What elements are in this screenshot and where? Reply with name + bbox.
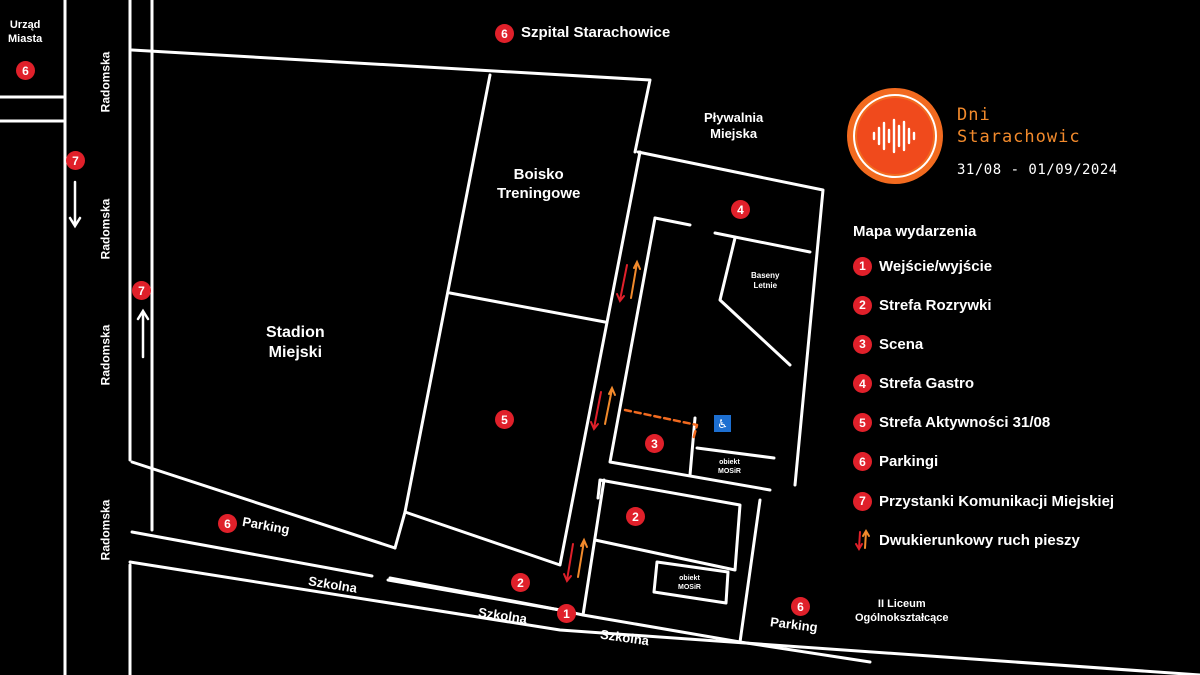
bus-stop-marker[interactable]: 7 [132,281,151,300]
legend-item-two-way: Dwukierunkowy ruch pieszy [853,529,1114,552]
stadium-bottom-edge [130,460,397,550]
legend-label: Scena [879,335,924,353]
legend-label: Przystanki Komunikacji Miejskiej [879,492,1115,510]
obiekt-edge [688,416,697,477]
parking-marker[interactable]: 6 [495,24,514,43]
legend-label: Strefa Rozrywki [879,296,992,314]
legend-item-5: 5 Strefa Aktywności 31/08 [853,413,1114,433]
two-way-arrow-icon [855,529,870,552]
boisko-divider [448,291,607,324]
lower-block-edge [581,478,742,644]
legend-marker: 3 [853,334,872,354]
szkolna-lower-edge [128,560,1200,675]
legend-item-3: 3 Scena [853,334,1114,354]
stage-dashed-outline [623,408,699,442]
legend-label: Strefa Gastro [879,375,975,393]
zone-marker[interactable]: 3 [645,434,664,453]
stadium-top-edge [130,48,652,154]
legend-marker: 1 [853,256,872,276]
parking-marker[interactable]: 6 [791,597,810,616]
legend-item-7: 7 Przystanki Komunikacji Miejskiej [853,491,1114,511]
legend-marker: 6 [853,452,872,472]
legend-item-4: 4 Strefa Gastro [853,374,1114,394]
legend-title: Mapa wydarzenia [853,223,977,240]
pool-block-edge [636,150,825,487]
legend-marker: 4 [853,374,872,394]
legend-label: Wejście/wyjście [879,257,993,275]
baseny-edge [718,236,792,367]
legend-marker: 2 [853,295,872,315]
zone-marker[interactable]: 5 [495,410,514,429]
soundwave-icon [847,88,943,184]
street-label: Radomska [98,324,113,386]
street-label: Radomska [98,499,113,561]
legend-label: Strefa Aktywności 31/08 [879,414,1051,432]
legend-item-1: 1 Wejście/wyjście [853,256,1114,276]
zone-marker[interactable]: 2 [626,507,645,526]
legend-marker: 7 [853,491,872,511]
place-label: Szpital Starachowice [521,24,671,41]
zone-marker[interactable]: 4 [731,200,750,219]
zone5-edge [403,150,642,567]
walkway-edge [653,216,692,227]
legend-item-2: 2 Strefa Rozrywki [853,295,1114,315]
szkolna-upper-edge [738,640,872,664]
zone2-box [593,478,742,572]
obiekt-edge [695,446,776,460]
szkolna-upper-edge [130,530,374,578]
two-way-arrow-icon [563,537,588,583]
legend-marker: 5 [853,413,872,433]
bus-stop-marker[interactable]: 7 [66,151,85,170]
legend-item-6: 6 Parkingi [853,452,1114,472]
two-way-arrow-icon [616,259,641,303]
legend-label: Dwukierunkowy ruch pieszy [879,531,1080,549]
parking-marker[interactable]: 6 [218,514,237,533]
pool-divider [713,231,812,254]
wheelchair-icon: ♿ [714,415,731,432]
street-label: Radomska [98,198,113,260]
event-dates: 31/08 - 01/09/2024 [957,162,1118,178]
zone-marker[interactable]: 2 [511,573,530,592]
lower-block-edge [738,498,762,644]
parking-marker[interactable]: 6 [16,61,35,80]
legend-label: Parkingi [879,453,939,471]
street-label: Radomska [98,51,113,113]
stadium-right-edge [393,73,492,550]
walkway-edge [608,216,772,492]
obiekt-mosir-box [652,560,730,605]
two-way-arrow-icon [590,385,616,431]
entrance-marker[interactable]: 1 [557,604,576,623]
